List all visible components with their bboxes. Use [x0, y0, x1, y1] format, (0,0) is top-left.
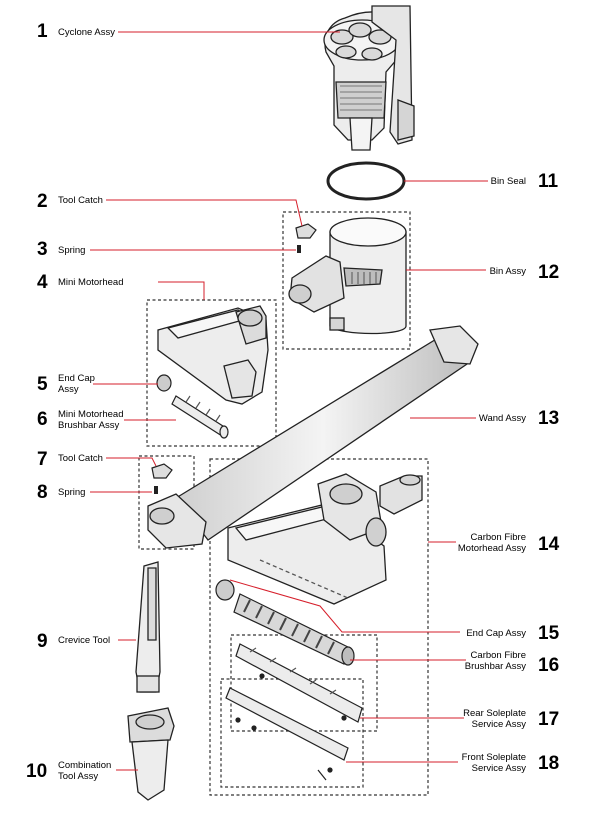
- part-label-17-line2: Service Assy: [471, 719, 526, 730]
- tool-catch-wand-drawing: [151, 463, 173, 479]
- front-soleplate-drawing: [225, 687, 349, 781]
- part-label-13-line1: Wand Assy: [478, 413, 526, 424]
- part-number-13: 13: [538, 408, 560, 429]
- part-label-10-line1: Combination: [58, 760, 112, 771]
- leader-line-4: [158, 281, 205, 300]
- end-cap-carbon-drawing: [215, 579, 235, 601]
- part-number-4: 4: [37, 272, 48, 293]
- part-number-16: 16: [538, 655, 560, 676]
- group-box-front-soleplate: [220, 678, 364, 788]
- part-label-6-line1: Mini Motorhead: [58, 409, 124, 420]
- part-label-7-line1: Tool Catch: [58, 453, 103, 464]
- group-box-bin: [282, 211, 411, 350]
- part-number-14: 14: [538, 534, 560, 555]
- end-cap-mini-drawing: [156, 374, 172, 392]
- part-label-10-line2: Tool Assy: [58, 771, 99, 782]
- part-number-3: 3: [37, 239, 48, 260]
- part-label-18-line1: Front Soleplate: [461, 752, 526, 763]
- part-label-14-line2: Motorhead Assy: [457, 543, 526, 554]
- part-number-1: 1: [37, 21, 48, 42]
- part-label-15: End Cap Assy: [466, 628, 526, 639]
- spring-wand-drawing: [154, 486, 158, 494]
- wand-assy-drawing: [147, 325, 479, 549]
- part-label-1: Cyclone Assy: [58, 27, 115, 38]
- leader-line-2: [106, 199, 303, 227]
- part-label-4: Mini Motorhead: [58, 277, 123, 288]
- part-number-7: 7: [37, 449, 48, 470]
- cyclone-assy-drawing: [323, 5, 415, 151]
- part-label-9: Crevice Tool: [58, 635, 110, 646]
- part-number-2: 2: [37, 191, 48, 212]
- part-label-11-line1: Bin Seal: [490, 176, 526, 187]
- mini-brushbar-drawing: [171, 395, 229, 439]
- part-number-15: 15: [538, 623, 560, 644]
- part-label-3: Spring: [58, 245, 85, 256]
- part-label-1-line1: Cyclone Assy: [58, 27, 116, 38]
- part-label-16-line2: Brushbar Assy: [464, 661, 526, 672]
- part-number-10: 10: [26, 761, 48, 782]
- part-number-6: 6: [37, 409, 48, 430]
- part-label-8-line1: Spring: [58, 487, 86, 498]
- part-label-14-line1: Carbon Fibre: [470, 532, 526, 543]
- part-label-2-line1: Tool Catch: [58, 195, 103, 206]
- tool-catch-top-drawing: [295, 223, 317, 239]
- group-box-wand: [138, 455, 195, 550]
- part-label-16-line1: Carbon Fibre: [470, 650, 526, 661]
- part-label-12: Bin Assy: [490, 266, 526, 277]
- part-label-12-line1: Bin Assy: [489, 266, 526, 277]
- part-number-17: 17: [538, 709, 560, 730]
- crevice-tool-drawing: [135, 561, 161, 693]
- carbon-fibre-motorhead-drawing: [227, 473, 423, 605]
- part-label-2: Tool Catch: [58, 195, 103, 206]
- part-label-3-line1: Spring: [58, 245, 86, 256]
- part-number-18: 18: [538, 753, 560, 774]
- bin-seal-drawing: [326, 161, 406, 201]
- combination-tool-drawing: [127, 707, 175, 801]
- part-label-7: Tool Catch: [58, 453, 103, 464]
- part-label-5-line2: Assy: [58, 384, 79, 395]
- part-label-11: Bin Seal: [491, 176, 526, 187]
- group-box-carbon-fibre-motorhead: [209, 458, 429, 796]
- part-number-5: 5: [37, 374, 48, 395]
- part-label-17-line1: Rear Soleplate: [463, 708, 526, 719]
- part-label-15-line1: End Cap Assy: [466, 628, 526, 639]
- bin-assy-drawing: [288, 217, 407, 335]
- leader-line-15: [229, 579, 460, 633]
- leader-line-7: [106, 457, 157, 467]
- part-label-18-line2: Service Assy: [471, 763, 526, 774]
- part-number-9: 9: [37, 631, 48, 652]
- part-number-12: 12: [538, 262, 560, 283]
- part-number-8: 8: [37, 482, 48, 503]
- part-label-4-line1: Mini Motorhead: [58, 277, 124, 288]
- part-label-8: Spring: [58, 487, 85, 498]
- part-label-13: Wand Assy: [479, 413, 526, 424]
- mini-motorhead-drawing: [157, 305, 269, 405]
- part-number-11: 11: [538, 171, 559, 192]
- part-label-9-line1: Crevice Tool: [58, 635, 111, 646]
- rear-soleplate-drawing: [235, 643, 363, 723]
- part-label-6-line2: Brushbar Assy: [58, 420, 120, 431]
- part-label-5-line1: End Cap: [58, 373, 95, 384]
- spring-top-drawing: [297, 245, 301, 253]
